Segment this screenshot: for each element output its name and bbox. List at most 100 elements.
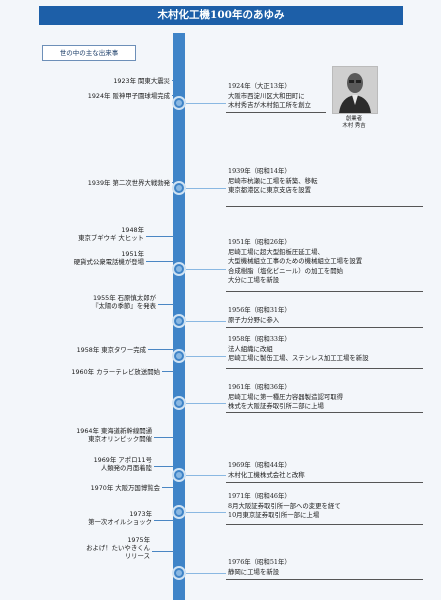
founder-portrait [332,66,378,114]
world-event-text: リリース [124,552,150,560]
world-event: 1964年 東海道新幹線開通東京オリンピック開催 [76,427,152,443]
world-event-text: 第一次オイルショック [88,518,152,526]
world-event-text: 硬貨式公衆電話機が登場 [73,258,144,266]
world-event-connector [158,304,174,305]
company-event: 1951年（昭和26年）尼崎工場に超大型鉛板圧延工場、大型機械組立工事のための機… [228,238,362,286]
world-event-connector [154,466,174,467]
company-event-text: 法人組織に改組 [228,344,273,353]
company-event-text: 尼崎工場に第一種圧力容器製造認可取得 [228,392,344,401]
company-event-text: 木村化工機株式会社と改称 [228,470,305,479]
company-event-text: 尼崎工場に超大型鉛板圧延工場、 [228,247,324,256]
company-event-year: 1976年（昭和51年） [228,558,291,566]
company-event-text: 大阪市西淀川区大和田町に [228,91,305,100]
company-event-connector [186,475,226,476]
world-event-text: 1923年 関東大震災 [113,77,170,85]
timeline-node [172,505,186,519]
company-event-text: 木村秀吉が木村鉛工所を創立 [228,101,312,110]
timeline-node [172,262,186,276]
founder-caption-name: 木村 秀吉 [342,123,366,129]
company-event-year: 1958年（昭和33年） [228,335,291,343]
company-event-connector [186,269,226,270]
world-event: 1970年 大阪万国博覧会 [91,484,160,492]
founder-portrait-image [333,67,377,113]
founder-caption: 創業者 木村 秀吉 [332,116,376,130]
company-event: 1969年（昭和44年）木村化工機株式会社と改称 [228,461,305,480]
world-event: 1958年 東京タワー完成 [77,346,146,354]
world-event-text: 『太陽の季節』を発表 [92,302,156,310]
world-event: 1948年東京ブギウギ 大ヒット [78,226,144,242]
world-event-connector [146,261,174,262]
company-event: 1956年（昭和31年）原子力分野に参入 [228,306,291,325]
company-event-year: 1951年（昭和26年） [228,238,291,246]
company-event-year: 1969年（昭和44年） [228,461,291,469]
company-event-underline [226,327,423,328]
world-event: 1975年およげ！たいやきくんリリース [86,536,150,560]
company-event-connector [186,573,226,574]
company-event-connector [186,103,226,104]
world-event-text: 1948年 [121,226,144,234]
company-event-text: 静岡に工場を新設 [228,567,280,576]
founder-caption-role: 創業者 [345,116,363,122]
company-event-text: 尼崎工場に製缶工場、ステンレス加工工場を新設 [228,354,369,363]
company-event-year: 1939年（昭和14年） [228,167,291,175]
timeline-node [172,181,186,195]
world-event-text: 東京オリンピック開催 [88,435,152,443]
world-event-connector [172,95,174,96]
world-event: 1924年 阪神甲子園球場完成 [88,92,170,100]
timeline-node [172,566,186,580]
world-event-connector [152,551,174,552]
world-event-text: およげ！たいやきくん [86,544,150,552]
world-event: 1951年硬貨式公衆電話機が登場 [74,250,144,266]
company-event-connector [186,512,226,513]
world-event: 1923年 関東大震災 [113,77,170,85]
world-event-connector [154,520,174,521]
world-event-text: 1951年 [121,250,144,258]
world-event-text: 1969年 アポロ11号 [93,456,152,464]
world-event-connector [162,371,174,372]
company-event-year: 1924年（大正13年） [228,82,291,90]
company-event-text: 10月東京証券取引所一部に上場 [228,511,320,520]
world-event-text: 1970年 大阪万国博覧会 [90,484,160,492]
timeline-node [172,349,186,363]
company-event-underline [226,412,423,413]
world-event-connector [172,80,174,81]
timeline-node [172,96,186,110]
company-event-year: 1961年（昭和36年） [228,383,291,391]
company-event-text: 原子力分野に参入 [228,315,280,324]
world-event-text: 1958年 東京タワー完成 [76,346,146,354]
world-event: 1969年 アポロ11号人類発の月面着陸 [94,456,152,472]
company-event-text: 株式を大阪証券取引所二部に上場 [228,402,324,411]
world-event: 1960年 カラーテレビ放送開始 [71,368,160,376]
company-event-text: 東京都港区に東京支店を設置 [228,186,312,195]
company-event-year: 1956年（昭和31年） [228,306,291,314]
company-event-connector [186,356,226,357]
company-event: 1976年（昭和51年）静岡に工場を新設 [228,558,291,577]
company-event-underline [226,482,423,483]
company-event-text: 8月大阪証券取引所一部への変更を経て [228,501,341,510]
company-event-underline [226,524,423,525]
world-events-label: 世の中の主な出来事 [42,45,136,61]
company-event: 1958年（昭和33年）法人組織に改組尼崎工場に製缶工場、ステンレス加工工場を新… [228,335,369,364]
timeline-node [172,468,186,482]
world-event-text: 1939年 第二次世界大戦勃発 [87,179,170,187]
company-event-text: 大型機械組立工事のための機械組立工場を設置 [228,257,363,266]
world-event-text: 1975年 [127,536,150,544]
company-event-year: 1971年（昭和46年） [228,492,291,500]
world-event-connector [162,487,174,488]
world-event-connector [154,437,174,438]
world-event-text: 1964年 東海道新幹線開通 [76,427,152,435]
company-event-underline [226,112,326,113]
timeline-node [172,314,186,328]
page-title: 木村化工機100年のあゆみ [39,6,403,25]
company-event-connector [186,321,226,322]
world-event-text: 1924年 阪神甲子園球場完成 [87,92,170,100]
company-event-connector [186,188,226,189]
timeline-node [172,396,186,410]
world-event-text: 東京ブギウギ 大ヒット [78,234,144,242]
world-event-text: 1955年 石原慎太郎が [92,294,156,302]
company-event-text: 尼崎市杭瀬に工場を新築、移転 [228,176,318,185]
company-event-connector [186,403,226,404]
company-event: 1961年（昭和36年）尼崎工場に第一種圧力容器製造認可取得株式を大阪証券取引所… [228,383,343,412]
company-event-underline [226,368,423,369]
